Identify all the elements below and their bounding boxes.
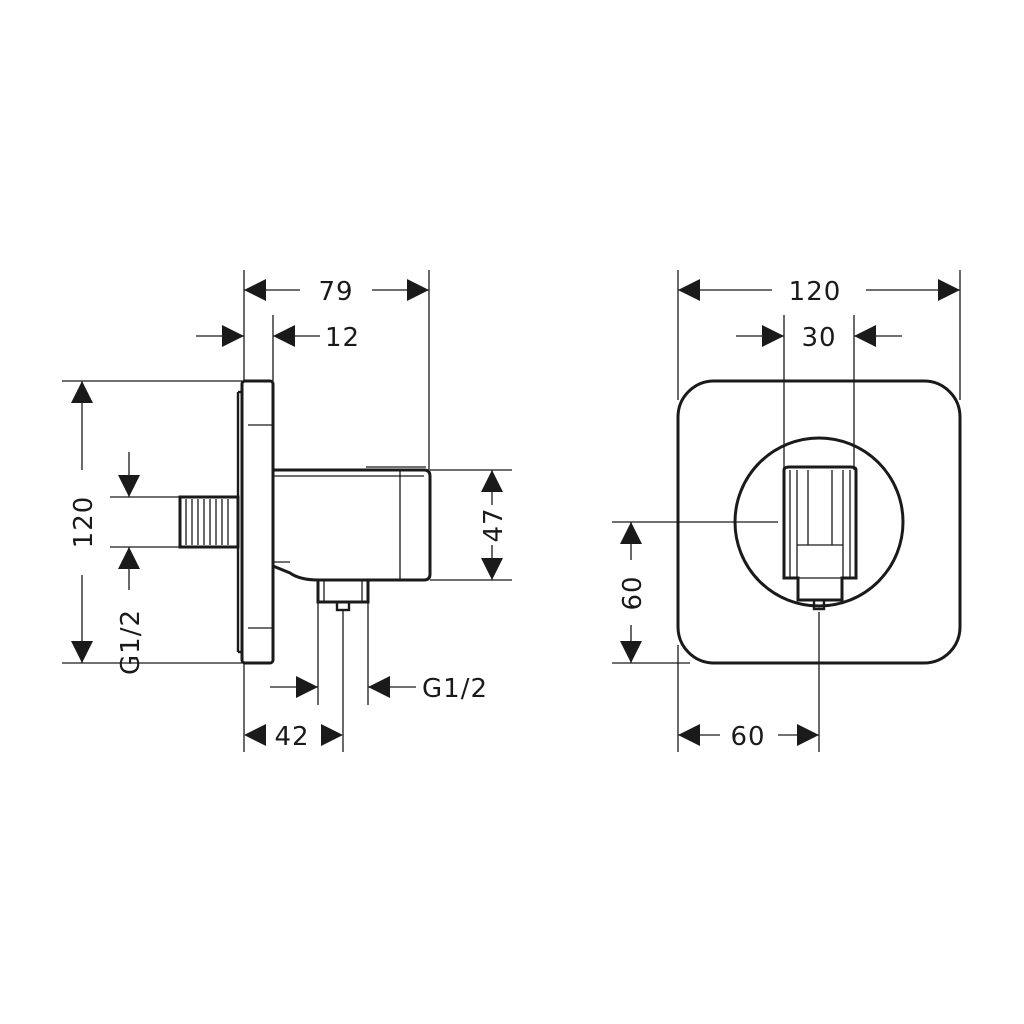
dim-outlet-height: 47	[478, 470, 509, 580]
holder-tip	[812, 598, 826, 611]
label-thread-bottom: G1/2	[422, 674, 488, 704]
thread-connector	[178, 495, 240, 549]
dim-center-height: 60	[618, 522, 648, 663]
side-view: 79 12 120 G1/2	[62, 270, 512, 752]
dim-outlet-offset: 42	[244, 722, 343, 752]
dim-plate-height: 120	[69, 381, 99, 663]
dim-plate-thickness: 12	[196, 323, 360, 353]
label-overall-depth: 79	[318, 277, 353, 307]
label-outlet-offset: 42	[274, 722, 309, 752]
dim-holder-width: 30	[736, 323, 902, 353]
label-center-offset: 60	[730, 722, 765, 752]
label-center-height: 60	[618, 575, 648, 610]
label-outlet-height: 47	[479, 507, 509, 542]
dim-center-offset: 60	[678, 722, 819, 752]
label-plate-thickness: 12	[325, 323, 360, 353]
front-extension-lines	[612, 270, 961, 752]
dim-plate-width: 120	[678, 277, 960, 307]
label-bg	[478, 505, 506, 545]
label-holder-width: 30	[801, 323, 836, 353]
dim-thread-left: G1/2	[116, 452, 146, 675]
hose-holder	[782, 465, 858, 602]
side-extension-lines	[62, 270, 512, 752]
outlet-nut	[316, 578, 370, 604]
label-thread-left: G1/2	[116, 609, 146, 675]
label-plate-height: 120	[69, 496, 99, 549]
outlet-body	[271, 468, 432, 582]
dim-overall-depth: 79	[244, 277, 429, 307]
wall-plate	[240, 379, 275, 665]
front-view: 120 30 60 60	[612, 270, 962, 752]
dim-thread-bottom: G1/2	[270, 674, 488, 704]
thread-lines	[185, 499, 229, 545]
label-plate-width: 120	[789, 277, 842, 307]
